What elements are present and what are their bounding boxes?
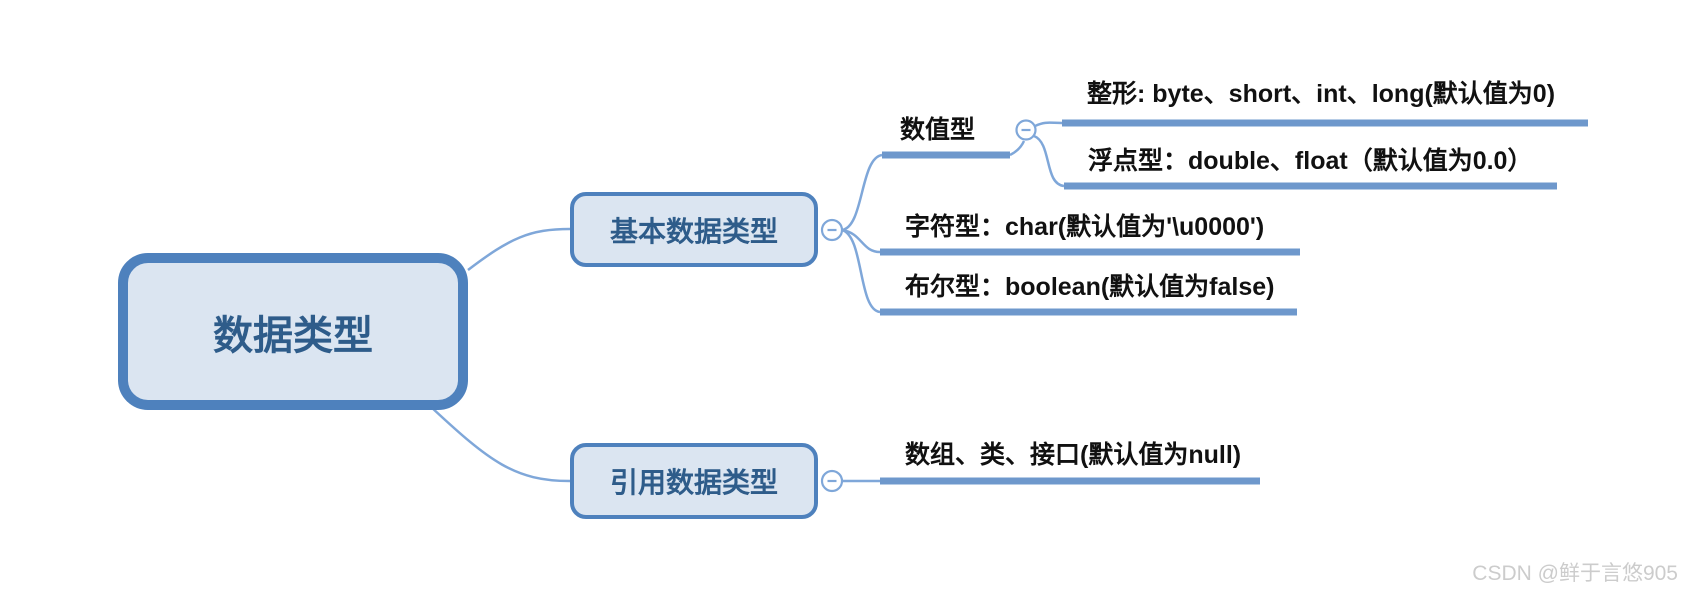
collapse-minus-icon-basic[interactable] <box>820 218 844 242</box>
curve-root-to-basic <box>467 227 571 271</box>
root-node-data-types[interactable]: 数据类型 <box>118 253 468 410</box>
curve-basic-to-bool <box>841 228 881 314</box>
node-reference-data-types[interactable]: 引用数据类型 <box>570 443 818 519</box>
topic-numeric[interactable]: 数值型 <box>900 116 976 144</box>
curve-root-to-reference <box>429 405 571 483</box>
collapse-minus-icon-numeric[interactable] <box>1015 119 1037 141</box>
collapse-minus-icon-reference[interactable] <box>820 469 844 493</box>
topic-boolean[interactable]: 布尔型：boolean(默认值为false) <box>905 273 1275 301</box>
root-node-label: 数据类型 <box>213 313 373 358</box>
csdn-watermark: CSDN @鲜于言悠905 <box>1472 562 1678 585</box>
curve-numeric-to-float <box>1033 134 1065 188</box>
node-basic-data-types[interactable]: 基本数据类型 <box>570 192 818 267</box>
topic-reference-child[interactable]: 数组、类、接口(默认值为null) <box>905 441 1242 469</box>
curve-basic-to-numeric <box>841 153 883 232</box>
curve-numeric-to-int <box>1034 121 1063 128</box>
topic-char[interactable]: 字符型：char(默认值为'\u0000') <box>905 213 1265 241</box>
reference-node-label: 引用数据类型 <box>609 467 778 498</box>
topic-integer[interactable]: 整形: byte、short、int、long(默认值为0) <box>1087 80 1556 108</box>
curve-numeric-stub <box>1009 140 1026 157</box>
basic-node-label: 基本数据类型 <box>609 215 778 247</box>
topic-float[interactable]: 浮点型：double、float（默认值为0.0） <box>1088 147 1533 175</box>
